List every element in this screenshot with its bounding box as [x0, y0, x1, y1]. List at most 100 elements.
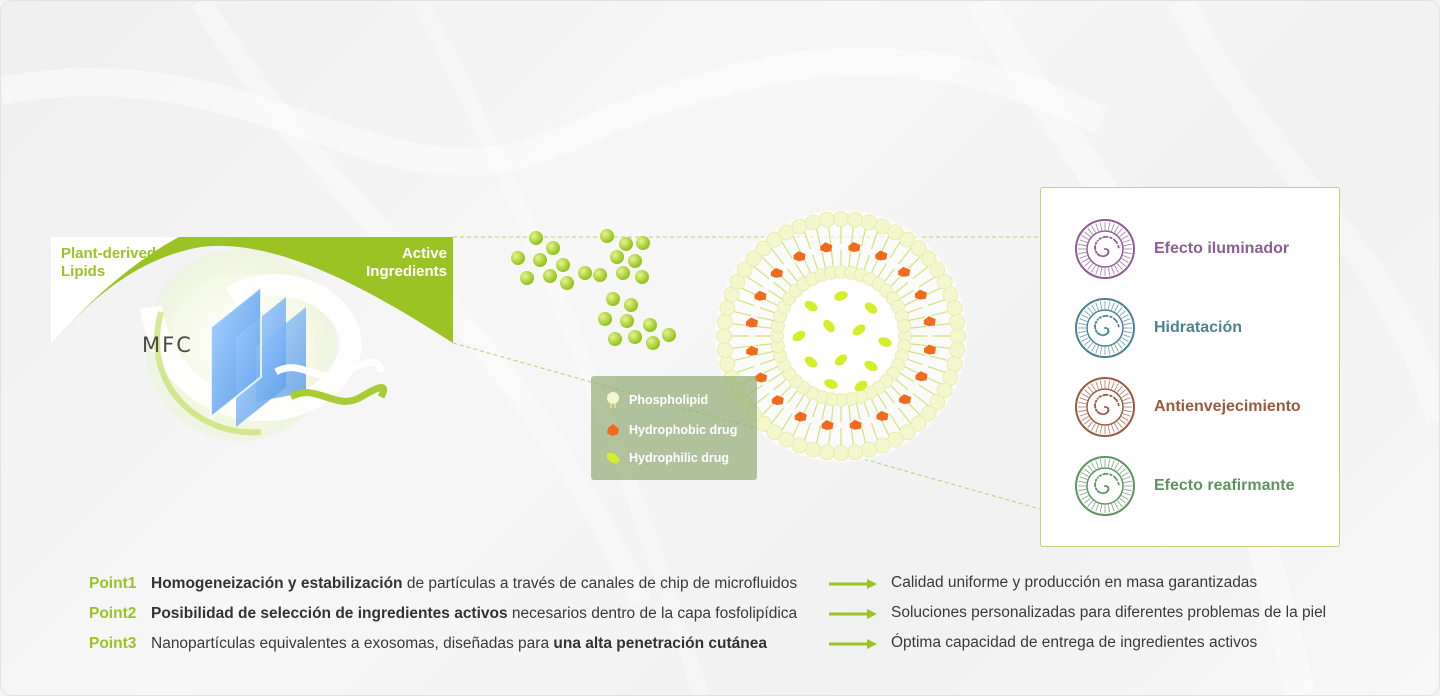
hydrophobic-drug [755, 372, 768, 383]
effect-reafirmante: Efecto reafirmante [1074, 455, 1295, 517]
effect-antienvejecimiento: Antienvejecimiento [1074, 376, 1301, 438]
phospholipid-head [719, 300, 736, 316]
phospholipid-head [716, 328, 732, 344]
hydrophilic-drug [878, 337, 892, 347]
phospholipid-head [778, 431, 795, 448]
hydrophilic-drug [824, 379, 838, 389]
phospholipid-head [942, 286, 959, 303]
point-result-3: Óptima capacidad de entrega de ingredien… [891, 634, 1258, 651]
hydrophobic-drug [899, 394, 912, 405]
legend-phospholipid: Phospholipid [605, 390, 708, 410]
phospholipid-head [766, 424, 783, 441]
hydrophobic-drug [746, 345, 759, 356]
phospholipid-head [861, 441, 877, 458]
phospholipid-head [778, 224, 795, 241]
phospholipid-head [805, 441, 821, 458]
hydrophobic-drug [914, 289, 927, 300]
phospholipid-head [791, 437, 808, 454]
hydrophobic-drug [794, 411, 807, 422]
hydrophobic-drug [875, 250, 888, 261]
phospholipid-head [745, 250, 762, 267]
effect-iluminador: Efecto iluminador [1074, 218, 1289, 280]
hydrophobic-drug [848, 242, 861, 253]
phospholipid-head [936, 382, 953, 399]
phospholipid-head [818, 211, 835, 228]
hydrophobic-drug [793, 251, 806, 262]
hydrophilic-drug [854, 380, 868, 392]
phospholipid-head [861, 214, 877, 231]
phospholipid-head [910, 415, 927, 432]
hydrophobic-drug [770, 267, 783, 278]
lipid-particles-cluster [511, 229, 676, 350]
legend-hydrophilic: Hydrophilic drug [605, 448, 729, 468]
phospholipid-head [847, 444, 864, 461]
phospholipid-head [805, 214, 821, 231]
phospholipid-head [920, 250, 937, 267]
point-row-3: Point3 Nanopartículas equivalentes a exo… [89, 633, 767, 655]
phospholipid-icon [607, 392, 619, 408]
mfc-chip-illustration [51, 237, 453, 441]
phospholipid-head [833, 211, 849, 227]
phospholipid-head [899, 231, 916, 248]
phospholipid-head [899, 424, 916, 441]
liposome-icon-green [1075, 456, 1135, 516]
hydrophilic-drug [823, 319, 835, 333]
point-label: Point3 [89, 635, 137, 652]
phospholipid-head [887, 224, 904, 241]
phospholipid-head [833, 445, 849, 461]
hydrophilic-drug [804, 356, 818, 368]
phospholipid-head [818, 444, 835, 461]
phospholipid-head [791, 218, 808, 235]
phospholipid-head [949, 342, 966, 359]
arrow-right-icon [829, 579, 877, 589]
lipid-tails [729, 224, 953, 448]
hydrophobic-drug [898, 266, 911, 277]
hydrophobic-drug [876, 410, 889, 421]
point-result-2: Soluciones personalizadas para diferente… [891, 604, 1327, 621]
point-text: Nanopartículas equivalentes a exosomas, … [151, 635, 768, 652]
microfluidic-channel-plates [210, 284, 306, 427]
liposome-icon-purple [1075, 219, 1135, 279]
hydrophobic-drug [923, 316, 936, 327]
phospholipid-head [736, 261, 753, 278]
phospholipid-head [936, 273, 953, 290]
hydrophilic-drug [852, 324, 866, 336]
liposome-diagram [715, 210, 967, 462]
hydrophilic-drug [834, 354, 848, 366]
active-ingredients-label: Active Ingredients [366, 245, 447, 280]
hydrophobic-drug-icon [607, 424, 619, 436]
point-row-1: Point1 Homogeneización y estabilización … [89, 573, 797, 595]
hydrophilic-drug [804, 300, 818, 312]
mfc-label: MFC [142, 333, 193, 357]
hydrophobic-drug [915, 371, 928, 382]
point-result-1: Calidad uniforme y producción en masa ga… [891, 574, 1258, 591]
phospholipid-head [719, 356, 736, 372]
phospholipid-head [874, 437, 891, 454]
liposome-icon-teal [1075, 298, 1135, 358]
phospholipid-head [929, 261, 946, 278]
phospholipid-head [874, 218, 891, 235]
point-label: Point2 [89, 605, 137, 622]
hydrophobic-drug [746, 317, 759, 328]
point-label: Point1 [89, 575, 137, 592]
point-row-2: Point2 Posibilidad de selección de ingre… [89, 603, 797, 625]
hydrophilic-drug [864, 302, 878, 314]
hydrophobic-drug [820, 242, 833, 253]
arrow-right-icon [829, 639, 877, 649]
phospholipid-head [897, 319, 912, 333]
hydrophilic-drug [864, 360, 878, 372]
phospholipid-head [716, 313, 733, 330]
effect-hidratacion: Hidratación [1074, 297, 1242, 359]
phospholipid-head [949, 313, 966, 330]
point-text: Posibilidad de selección de ingredientes… [151, 605, 798, 622]
hydrophobic-drug [754, 290, 767, 301]
hydrophobic-drug [821, 419, 834, 430]
hydrophilic-drug-icon [606, 452, 620, 464]
phospholipid-head [950, 328, 966, 344]
liposome-icon-brown [1075, 377, 1135, 437]
effects-panel: Efecto iluminador Hidratación Antienveje… [1040, 187, 1340, 547]
phospholipid-head [729, 273, 746, 290]
phospholipid-head [887, 431, 904, 448]
